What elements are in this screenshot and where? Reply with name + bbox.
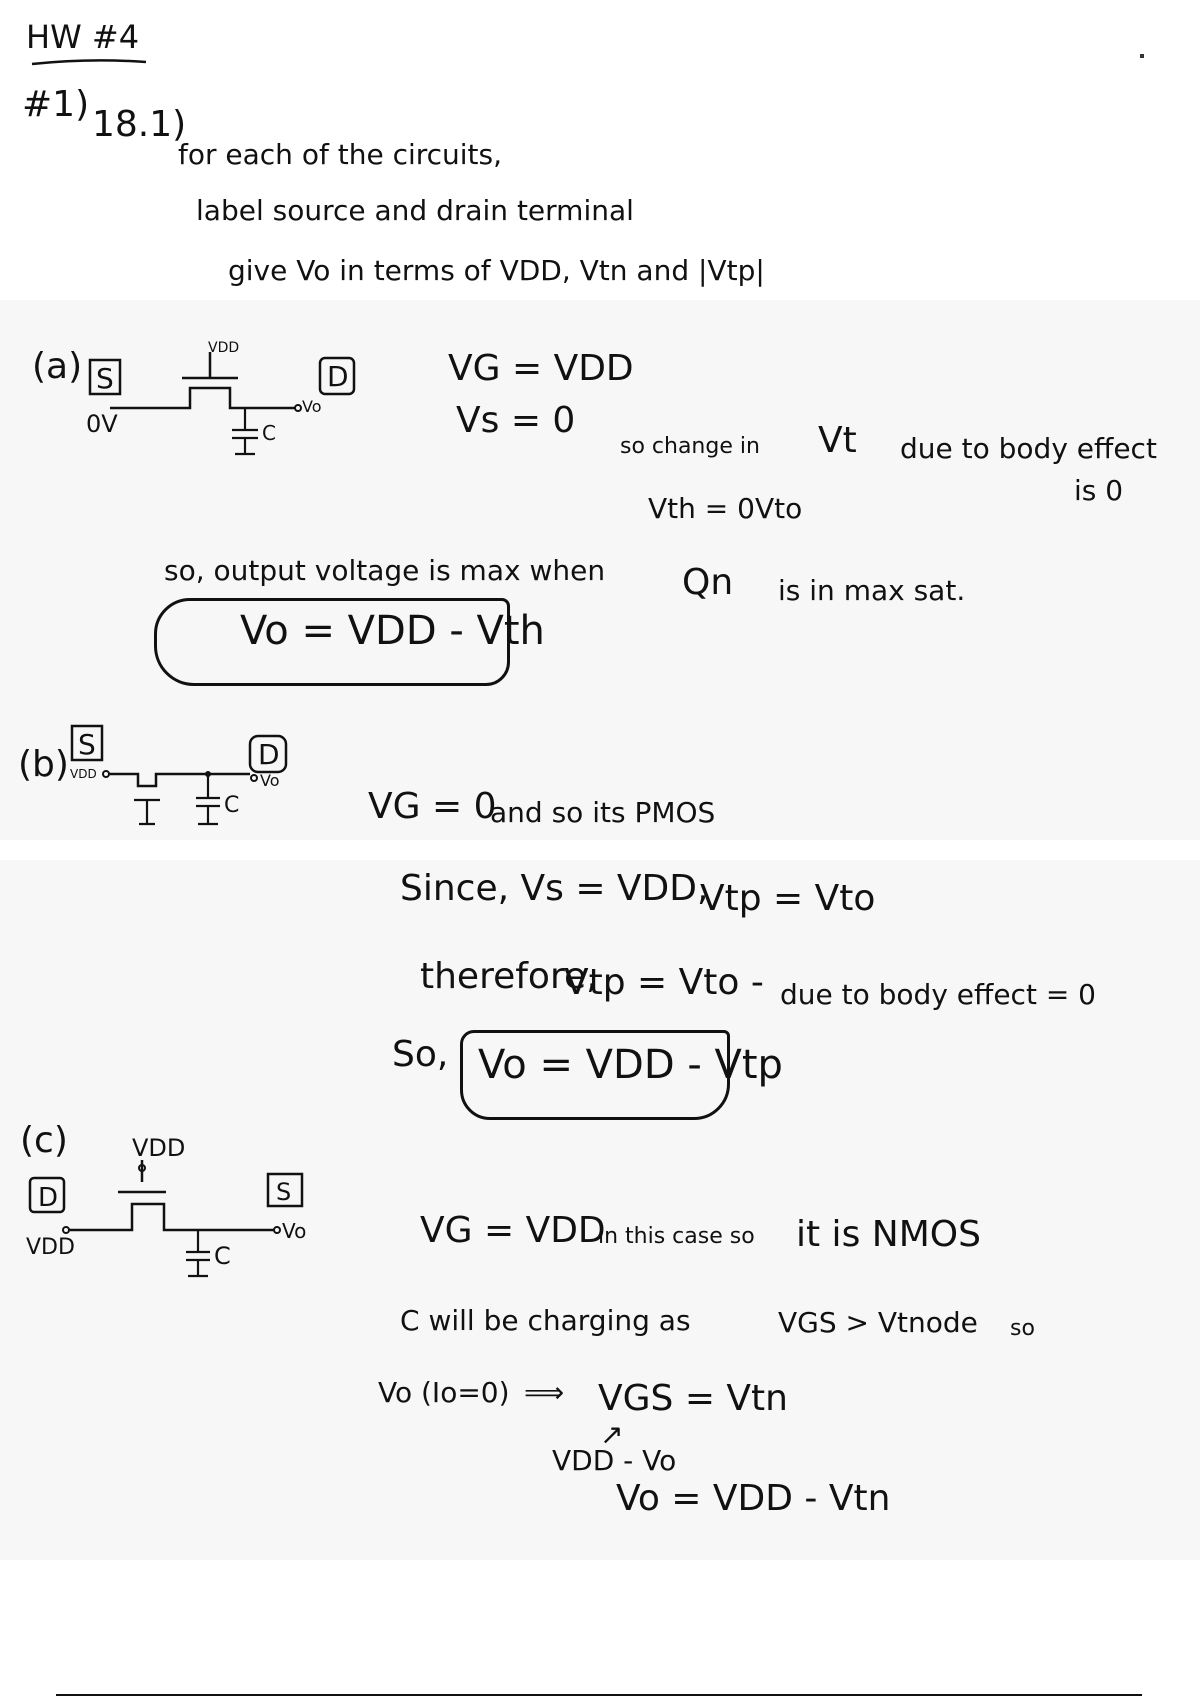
circuit-c: VDD D S VDD Vo C — [26, 1134, 306, 1278]
circuit-b-left-node: VDD — [70, 767, 97, 781]
circuit-b-out-label: Vo — [260, 771, 280, 790]
circuit-c-cap-label: C — [214, 1242, 231, 1270]
bottom-rule — [56, 1694, 1142, 1696]
part-a-summary-qn: Qn — [682, 562, 734, 603]
part-b-eq-vg-note: and so its PMOS — [490, 796, 716, 829]
circuit-a-out-label: Vo — [302, 397, 322, 416]
circuit-b-s-box-label: S — [78, 728, 96, 761]
part-b-answer: Vo = VDD - Vtp — [478, 1042, 783, 1088]
part-b-eq-vtp-2: Vtp = Vto - — [564, 962, 764, 1003]
circuit-c-d-box-label: D — [38, 1183, 58, 1213]
instruction-line-2: label source and drain terminal — [196, 194, 634, 227]
circuit-c-out-label: Vo — [282, 1219, 306, 1243]
part-b-eq-vg: VG = 0 — [368, 786, 497, 827]
part-c-sub-arrow: ↗ — [600, 1418, 624, 1451]
part-c-so: so — [1010, 1316, 1035, 1341]
part-a-summary-end: is in max sat. — [778, 574, 966, 607]
circuit-b-cap-label: C — [224, 793, 239, 818]
instruction-line-1: for each of the circuits, — [178, 138, 503, 171]
circuit-b: S D VDD C Vo — [70, 724, 288, 826]
part-b-answer-box — [460, 1030, 730, 1120]
part-b-therefore: therefore, — [420, 956, 598, 997]
part-a-eq-vg: VG = VDD — [448, 348, 634, 389]
part-c-vdd-minus-vo: VDD - Vo — [552, 1444, 677, 1477]
circuit-a-left-node: 0V — [86, 410, 118, 438]
circuit-b-d-box-label: D — [258, 738, 280, 771]
part-c-eq-vg: VG = VDD — [420, 1210, 606, 1251]
part-a-eq-vs: Vs = 0 — [456, 400, 576, 441]
part-a-note-change: so change in — [620, 434, 760, 459]
circuit-a-s-box-label: S — [96, 362, 114, 395]
problem-number: #1) — [22, 84, 90, 125]
part-a-eq-vth: Vth = 0Vto — [648, 492, 803, 525]
circuit-a: S D VDD Vo C 0V — [86, 340, 356, 456]
part-a-answer-box — [154, 598, 510, 686]
part-a-answer: Vo = VDD - Vth — [240, 608, 545, 654]
part-b-label: (b) — [18, 744, 69, 785]
part-c-vgs-condition: VGS > Vtnode — [778, 1306, 978, 1339]
part-b-body-effect-note: due to body effect = 0 — [780, 978, 1096, 1011]
page-title: HW #4 — [26, 18, 140, 56]
title-underline — [31, 59, 147, 66]
part-c-implies-arrow: ⟹ — [524, 1376, 565, 1409]
part-c-nmos-note: it is NMOS — [796, 1214, 981, 1255]
part-c-final-answer: Vo = VDD - Vtn — [616, 1478, 891, 1519]
circuit-a-gate-label: VDD — [208, 340, 239, 356]
part-a-note-body-effect: due to body effect — [900, 432, 1157, 465]
circuit-c-gate-label: VDD — [132, 1134, 185, 1162]
circuit-a-cap-label: C — [262, 421, 276, 445]
instruction-line-3: give Vo in terms of VDD, Vtn and |Vtp| — [228, 254, 765, 287]
part-b-eq-vtp: Vtp = Vto — [700, 878, 876, 919]
part-c-vo-io-zero: Vo (Io=0) — [378, 1376, 510, 1409]
scan-band-top — [0, 300, 1200, 840]
part-b-so: So, — [392, 1034, 449, 1075]
problem-reference: 18.1) — [92, 104, 187, 145]
part-a-note-vt: Vt — [818, 420, 857, 461]
circuit-c-left-node: VDD — [26, 1235, 75, 1260]
part-c-label: (c) — [20, 1120, 68, 1161]
part-c-eq-vg-note: in this case so — [598, 1224, 755, 1249]
part-a-note-is-zero: is 0 — [1074, 474, 1124, 507]
part-a-summary: so, output voltage is max when — [164, 554, 606, 587]
part-c-vgs-eq: VGS = Vtn — [598, 1378, 788, 1419]
circuit-c-s-box-label: S — [276, 1178, 291, 1206]
part-b-eq-vs: Since, Vs = VDD, — [400, 868, 709, 909]
part-c-charging-note: C will be charging as — [400, 1304, 691, 1337]
circuit-a-d-box-label: D — [327, 360, 349, 393]
part-a-label: (a) — [32, 346, 83, 387]
stray-mark — [1140, 54, 1144, 58]
scan-band-bottom — [0, 860, 1200, 1560]
